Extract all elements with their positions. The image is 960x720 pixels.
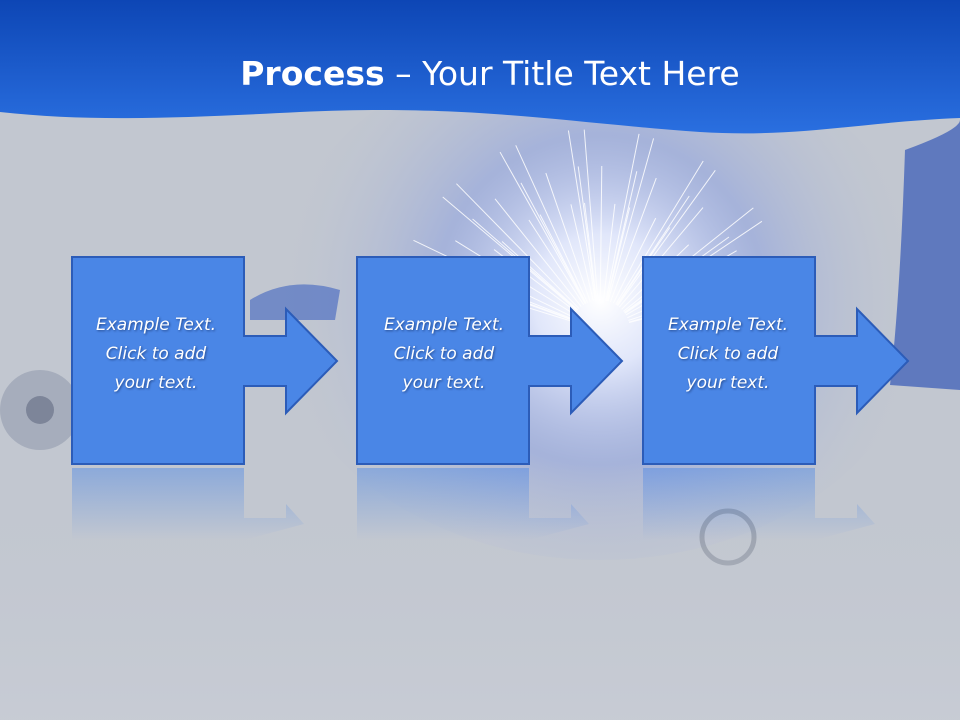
spark-line	[539, 214, 587, 304]
spark-line	[570, 204, 594, 301]
spark-line	[528, 219, 585, 306]
spark-line	[583, 129, 599, 301]
step-2-box[interactable]	[356, 256, 530, 465]
spark-line	[584, 202, 597, 301]
step-3-line-2: Click to add	[677, 344, 779, 364]
spark-line	[501, 241, 579, 311]
step-1-box[interactable]	[71, 256, 245, 465]
step-2-line-3: your text.	[402, 373, 486, 393]
spark-line	[499, 151, 586, 305]
step-2-text[interactable]: Example Text. Click to add your text.	[358, 311, 530, 398]
spark-line	[442, 196, 578, 312]
spark-line	[515, 145, 589, 303]
step-3-box[interactable]	[642, 256, 816, 465]
spark-line	[577, 166, 597, 301]
spark-line	[616, 195, 690, 306]
step-3-reflection	[643, 468, 875, 540]
step-1-line-3: your text.	[114, 373, 198, 393]
tool-shape	[250, 284, 340, 320]
spark-line	[606, 171, 638, 301]
step-2-reflection	[357, 468, 589, 540]
machine-shape-right	[890, 120, 960, 390]
step-1-arrow	[243, 306, 339, 416]
spark-line	[615, 160, 704, 305]
step-3-line-1: Example Text.	[667, 315, 789, 335]
step-3-arrow	[814, 306, 910, 416]
spark-line	[607, 138, 655, 302]
spark-line	[567, 130, 596, 301]
spark-line	[603, 203, 616, 301]
step-1-line-2: Click to add	[105, 344, 207, 364]
header-band	[0, 0, 960, 134]
step-1-reflection	[72, 468, 304, 540]
step-2-arrow	[528, 306, 624, 416]
step-2-line-1: Example Text.	[383, 315, 505, 335]
spark-line	[494, 198, 582, 307]
process-flow	[71, 256, 910, 540]
spark-line	[605, 133, 640, 301]
step-2-line-2: Click to add	[393, 344, 495, 364]
spark-line	[545, 172, 591, 302]
step-3-text[interactable]: Example Text. Click to add your text.	[642, 311, 814, 398]
step-1-text[interactable]: Example Text. Click to add your text.	[70, 311, 242, 398]
spark-line	[617, 169, 716, 306]
spark-line	[612, 217, 657, 304]
spark-line	[520, 182, 587, 304]
spark-line	[609, 177, 657, 303]
title-rest: – Your Title Text Here	[384, 54, 740, 93]
spark-line	[456, 183, 580, 309]
step-1-line-1: Example Text.	[95, 315, 217, 335]
spark-line	[599, 166, 603, 301]
title-bold: Process	[240, 54, 385, 93]
slide-title: Process – Your Title Text Here	[0, 52, 960, 96]
step-3-line-3: your text.	[686, 373, 770, 393]
